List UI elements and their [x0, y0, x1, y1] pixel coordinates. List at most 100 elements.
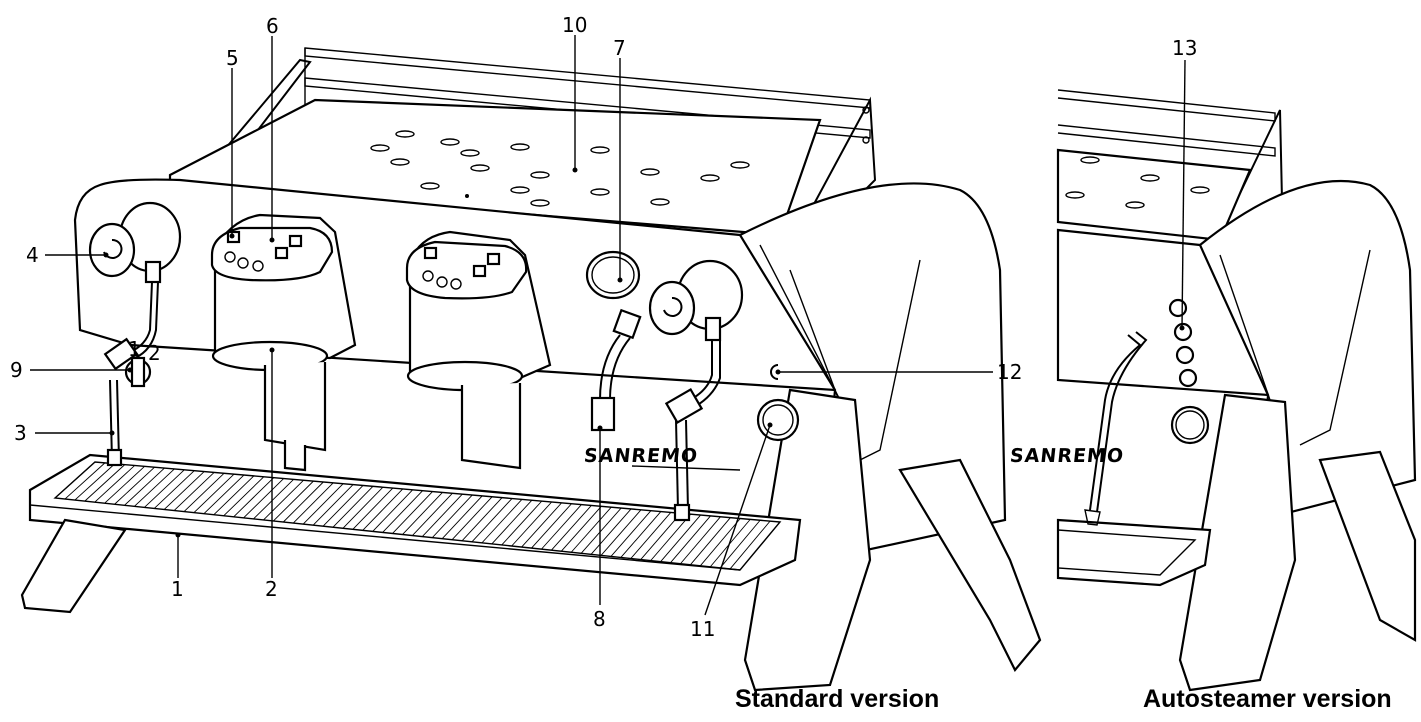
callout-9: 9 [10, 358, 23, 382]
drip-tray-grate-line [163, 471, 205, 510]
callout-8: 8 [593, 607, 606, 631]
hot-water-wand[interactable] [590, 308, 642, 432]
steam-wand-right[interactable] [664, 340, 721, 522]
drip-tray-grate-line [491, 499, 533, 545]
autosteamer-logo: SANREMO [1009, 445, 1125, 467]
drip-tray-grate-line [342, 486, 384, 529]
drip-tray-grate-line [719, 519, 761, 569]
drip-tray-grate-line [699, 518, 741, 567]
callout-13: 13 [1172, 36, 1197, 60]
autosteamer-buttons[interactable] [1168, 298, 1198, 388]
drip-tray-grate-line [104, 466, 145, 504]
pressure-gauge [585, 250, 641, 300]
drip-tray-grate-line [283, 481, 324, 523]
drip-tray-grate-line [302, 483, 344, 525]
steam-wand-left[interactable] [103, 281, 159, 467]
drip-tray-grate-line [84, 464, 126, 502]
drip-tray-grate-line [402, 492, 443, 535]
drip-tray-grate-line [670, 515, 711, 563]
drip-tray-grate-line [352, 487, 394, 530]
drip-tray-grate-line [382, 490, 423, 533]
drip-tray-grate-line [680, 516, 721, 565]
drip-tray-grate-line [54, 461, 96, 499]
right-leg [743, 388, 1042, 692]
drip-tray-grate-line [451, 496, 493, 541]
drip-tray-grate-line [650, 513, 691, 561]
drip-tray-grate-line [620, 511, 662, 558]
drip-tray-grate-line [580, 507, 622, 554]
callout-10: 10 [562, 13, 587, 37]
callout-2: 2 [265, 577, 278, 601]
callout-6: 6 [266, 14, 279, 38]
drip-tray-grate-line [153, 470, 195, 509]
drip-tray-grate-line [590, 508, 632, 555]
standard-machine: 2 1 [20, 47, 1042, 692]
drip-tray-grate-line [541, 504, 582, 550]
drip-tray-grate-line [114, 466, 155, 505]
drip-tray-grate-line [471, 498, 513, 543]
drip-tray-grate-line [521, 502, 562, 548]
drip-tray-grate-line [600, 509, 642, 556]
drip-tray-grate-line [183, 472, 225, 512]
group-head-1 [210, 213, 357, 472]
drip-tray [28, 453, 802, 587]
autosteamer-main-switch[interactable] [1170, 405, 1210, 445]
drip-tray-grate-line [481, 499, 523, 544]
caption-autosteamer: Autosteamer version [1143, 685, 1392, 713]
drip-tray-grate-line [322, 485, 364, 527]
drip-tray-grate-line [392, 491, 433, 534]
callout-4: 4 [26, 243, 39, 267]
drip-tray-grate-line [421, 493, 463, 537]
callout-7: 7 [613, 36, 626, 60]
drip-tray-grate-line [173, 472, 215, 511]
drip-tray-grate-line [729, 520, 771, 570]
drip-tray-grate-line [551, 505, 592, 551]
drip-tray-grate-line [690, 517, 731, 566]
drip-tray-grate-line [193, 473, 235, 513]
left-leg [20, 518, 127, 614]
drip-tray-grate-line [412, 492, 453, 536]
drip-tray-grate-line [213, 475, 255, 516]
drip-tray-grate-line [223, 476, 265, 517]
callout-3: 3 [14, 421, 27, 445]
leader-lines [30, 35, 1186, 616]
drip-tray-grate-line [372, 489, 414, 532]
callout-12: 12 [997, 360, 1022, 384]
drip-tray-grate-line [739, 521, 781, 571]
drip-tray-grate-line [292, 482, 334, 524]
drip-tray-grate-line [74, 463, 116, 501]
drip-tray-grate-line [124, 467, 165, 506]
drip-tray-grate-line [273, 480, 314, 522]
caption-standard: Standard version [735, 685, 939, 713]
callout-numbers: 1 2 3 4 5 6 7 8 9 10 11 12 13 [10, 13, 1197, 641]
water-selector-knob[interactable]: 2 1 [124, 337, 161, 388]
drip-tray-grate-line [461, 497, 503, 542]
svg-text:2: 2 [148, 341, 161, 365]
drip-tray-grate-line [362, 488, 404, 531]
callout-11: 11 [690, 617, 715, 641]
indicator-light [770, 364, 779, 380]
drip-tray-grate-line [134, 468, 175, 507]
drip-tray-grate-line [203, 474, 245, 514]
drip-tray-grate-line [94, 465, 136, 503]
main-switch[interactable] [756, 398, 800, 442]
drip-tray-grate-line [560, 506, 602, 552]
drip-tray-grate-line [332, 486, 374, 528]
drip-tray-grate-line [312, 484, 354, 526]
drip-tray-grate-line [263, 479, 304, 521]
drip-tray-grate-line [501, 500, 543, 546]
callout-5: 5 [226, 46, 239, 70]
drip-tray-grate-line [660, 514, 701, 562]
drip-tray-grate-line [64, 462, 106, 500]
drip-tray-grate-line [441, 495, 483, 540]
drip-tray-grate-line [630, 512, 672, 559]
drip-tray-grate-line [431, 494, 473, 538]
drip-tray-grate-line [243, 478, 284, 519]
drip-tray-grate-line [610, 510, 652, 557]
steam-knob-right[interactable] [648, 259, 744, 342]
autosteamer-wand[interactable] [1084, 331, 1148, 526]
group-head-2 [405, 230, 552, 470]
drip-tray-grate-line [570, 506, 612, 553]
drip-tray-grate-line [253, 479, 294, 520]
